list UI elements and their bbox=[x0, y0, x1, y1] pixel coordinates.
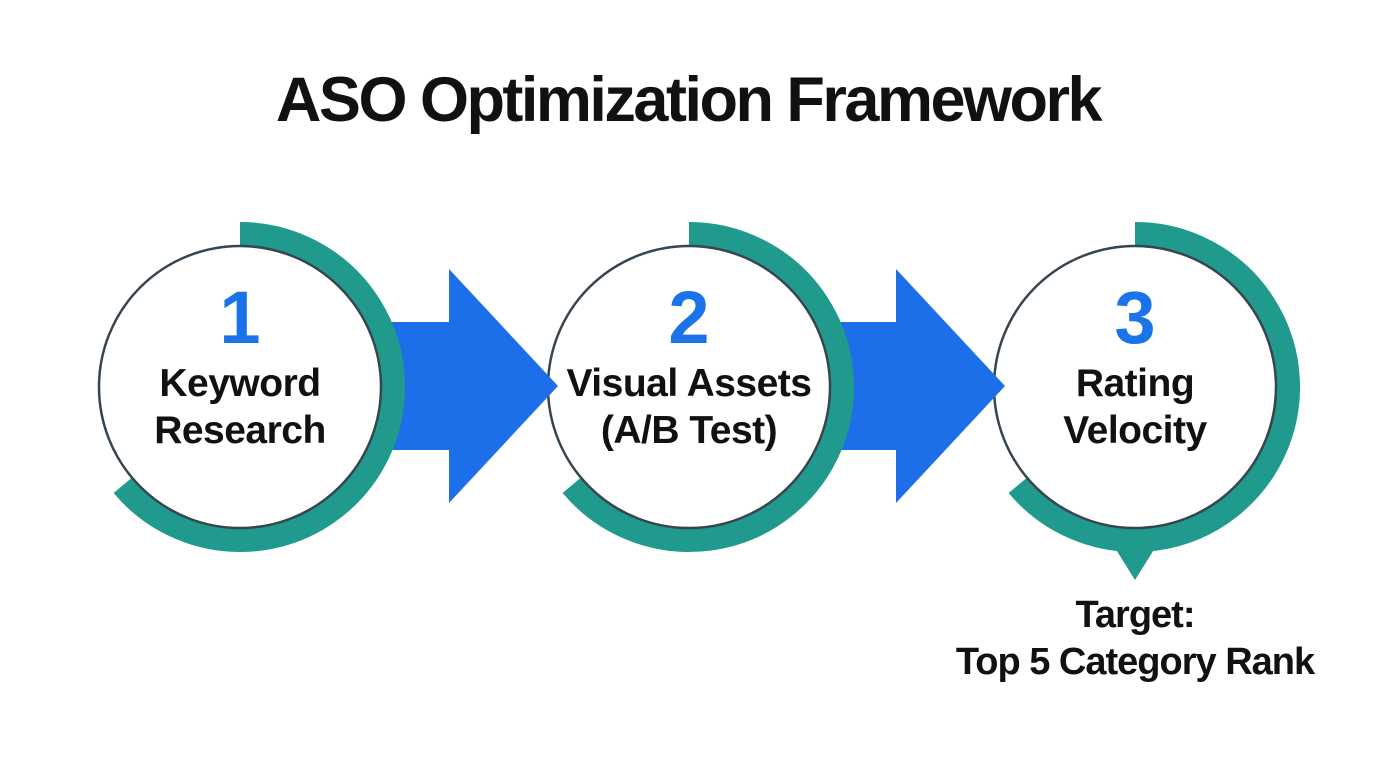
step-2-label-line-1: Visual Assets bbox=[566, 362, 812, 405]
flow-arrow-icon-2 bbox=[832, 269, 1005, 503]
progress-arc-step-3 bbox=[1008, 222, 1300, 552]
page-title: ASO Optimization Framework bbox=[275, 65, 1103, 135]
step-2-content: 2 Visual Assets (A/B Test) bbox=[529, 278, 849, 454]
target-annotation-line-2: Top 5 Category Rank bbox=[955, 641, 1315, 683]
step-3-label-line-1: Rating bbox=[1075, 362, 1195, 405]
step-2-label: Visual Assets (A/B Test) bbox=[529, 360, 849, 454]
step-2-label-line-2: (A/B Test) bbox=[600, 409, 778, 452]
pointer-down-icon bbox=[1110, 540, 1160, 580]
step-3-label-line-2: Velocity bbox=[1063, 409, 1207, 452]
step-3-label: Rating Velocity bbox=[975, 360, 1295, 454]
step-3-number: 3 bbox=[1114, 276, 1156, 359]
step-1-label: Keyword Research bbox=[80, 360, 400, 454]
step-1-content: 1 Keyword Research bbox=[80, 278, 400, 454]
target-annotation: Target: Top 5 Category Rank bbox=[915, 592, 1355, 686]
target-annotation-line-1: Target: bbox=[1075, 594, 1196, 636]
progress-arc-step-2 bbox=[562, 222, 854, 552]
step-1-label-line-1: Keyword bbox=[159, 362, 321, 405]
flow-arrow-icon-1 bbox=[385, 269, 558, 503]
step-1-number: 1 bbox=[219, 276, 261, 359]
step-2-number: 2 bbox=[668, 276, 710, 359]
progress-arc-step-1 bbox=[113, 222, 405, 552]
step-1-circle bbox=[97, 244, 383, 530]
step-1-label-line-2: Research bbox=[154, 409, 326, 452]
step-3-content: 3 Rating Velocity bbox=[975, 278, 1295, 454]
